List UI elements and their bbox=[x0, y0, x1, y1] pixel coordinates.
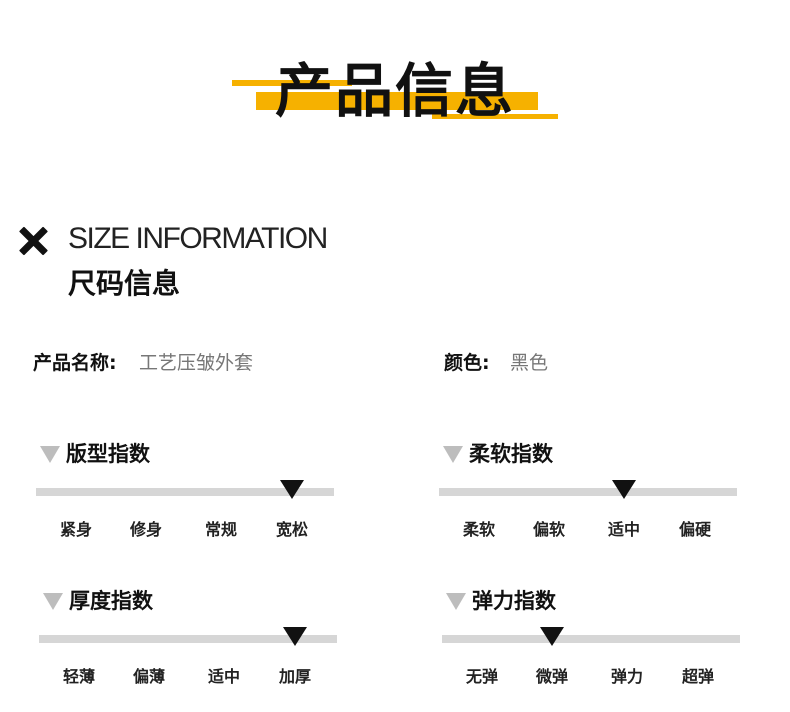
indicator-marker-icon bbox=[280, 480, 304, 499]
triangle-down-icon bbox=[40, 446, 60, 463]
indicator-marker-icon bbox=[283, 627, 307, 646]
triangle-down-icon bbox=[443, 446, 463, 463]
indicator-track bbox=[39, 635, 337, 643]
accent-bar-middle bbox=[256, 92, 538, 110]
product-name-label: 产品名称: bbox=[33, 352, 117, 374]
product-color-label: 颜色: bbox=[444, 352, 490, 374]
title-banner: 产品信息 bbox=[0, 0, 790, 160]
x-icon bbox=[18, 226, 48, 256]
triangle-down-icon bbox=[43, 593, 63, 610]
accent-bar-bottom bbox=[432, 114, 558, 119]
triangle-down-icon bbox=[446, 593, 466, 610]
thickness-index: 厚度指数 轻薄 偏薄 适中 加厚 bbox=[39, 585, 339, 695]
fit-index: 版型指数 紧身 修身 常规 宽松 bbox=[36, 438, 336, 548]
indicator-title: 厚度指数 bbox=[69, 589, 153, 613]
indicator-option: 宽松 bbox=[275, 520, 308, 539]
elasticity-index: 弹力指数 无弹 微弹 弹力 超弹 bbox=[442, 585, 742, 695]
indicator-option: 弹力 bbox=[610, 667, 643, 686]
section-title-cn: 尺码信息 bbox=[68, 267, 181, 300]
indicator-title: 弹力指数 bbox=[472, 589, 556, 613]
indicator-option: 适中 bbox=[607, 520, 640, 539]
softness-index: 柔软指数 柔软 偏软 适中 偏硬 bbox=[439, 438, 739, 548]
indicator-option: 适中 bbox=[207, 667, 240, 686]
indicator-option: 无弹 bbox=[465, 667, 498, 686]
indicator-option: 偏软 bbox=[532, 520, 565, 539]
indicator-marker-icon bbox=[540, 627, 564, 646]
product-color-value: 黑色 bbox=[510, 352, 549, 374]
indicator-track bbox=[36, 488, 334, 496]
section-title-en: SIZE INFORMATION bbox=[68, 222, 328, 255]
indicator-marker-icon bbox=[612, 480, 636, 499]
indicator-option: 柔软 bbox=[462, 520, 495, 539]
indicator-option: 常规 bbox=[204, 520, 237, 539]
indicator-option: 修身 bbox=[129, 520, 162, 539]
product-name-value: 工艺压皱外套 bbox=[139, 352, 254, 374]
indicator-title: 柔软指数 bbox=[469, 442, 553, 466]
page-title: 产品信息 bbox=[274, 57, 515, 125]
indicator-option: 偏薄 bbox=[132, 667, 165, 686]
indicator-option: 轻薄 bbox=[62, 667, 95, 686]
indicator-option: 微弹 bbox=[535, 667, 568, 686]
accent-bar-top bbox=[232, 80, 352, 86]
indicator-track bbox=[439, 488, 737, 496]
indicator-title: 版型指数 bbox=[66, 442, 150, 466]
indicator-option: 超弹 bbox=[681, 667, 714, 686]
indicator-track bbox=[442, 635, 740, 643]
indicator-option: 偏硬 bbox=[678, 520, 711, 539]
indicator-option: 加厚 bbox=[278, 667, 311, 686]
indicator-option: 紧身 bbox=[59, 520, 92, 539]
